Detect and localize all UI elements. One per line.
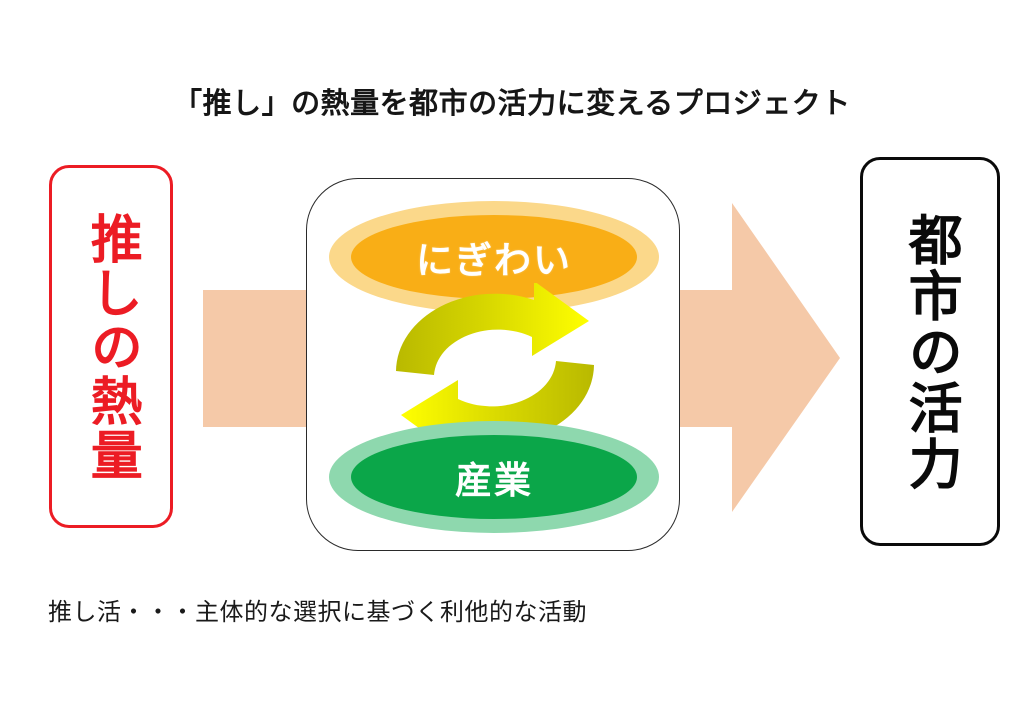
footnote-caption: 推し活・・・主体的な選択に基づく利他的な活動: [48, 599, 587, 626]
cycle-arrow-clockwise: [396, 283, 589, 375]
result-box-label: 都市の活力: [900, 211, 961, 492]
node-sangyo-core: [351, 435, 637, 519]
source-box-label: 推しの熱量: [82, 211, 141, 482]
result-box-toshi-katsuryoku: 都市の活力: [860, 157, 1000, 546]
node-nigiwai-core: [351, 215, 637, 299]
node-sangyo-label: 産業: [455, 460, 533, 501]
node-sangyo: 産業: [329, 421, 659, 533]
page-title: 「推し」の熱量を都市の活力に変えるプロジェクト: [173, 88, 851, 120]
source-box-oshi-netsuryou: 推しの熱量: [49, 165, 173, 528]
cycle-card: にぎわい: [306, 178, 680, 551]
node-nigiwai-label: にぎわい: [416, 240, 572, 281]
